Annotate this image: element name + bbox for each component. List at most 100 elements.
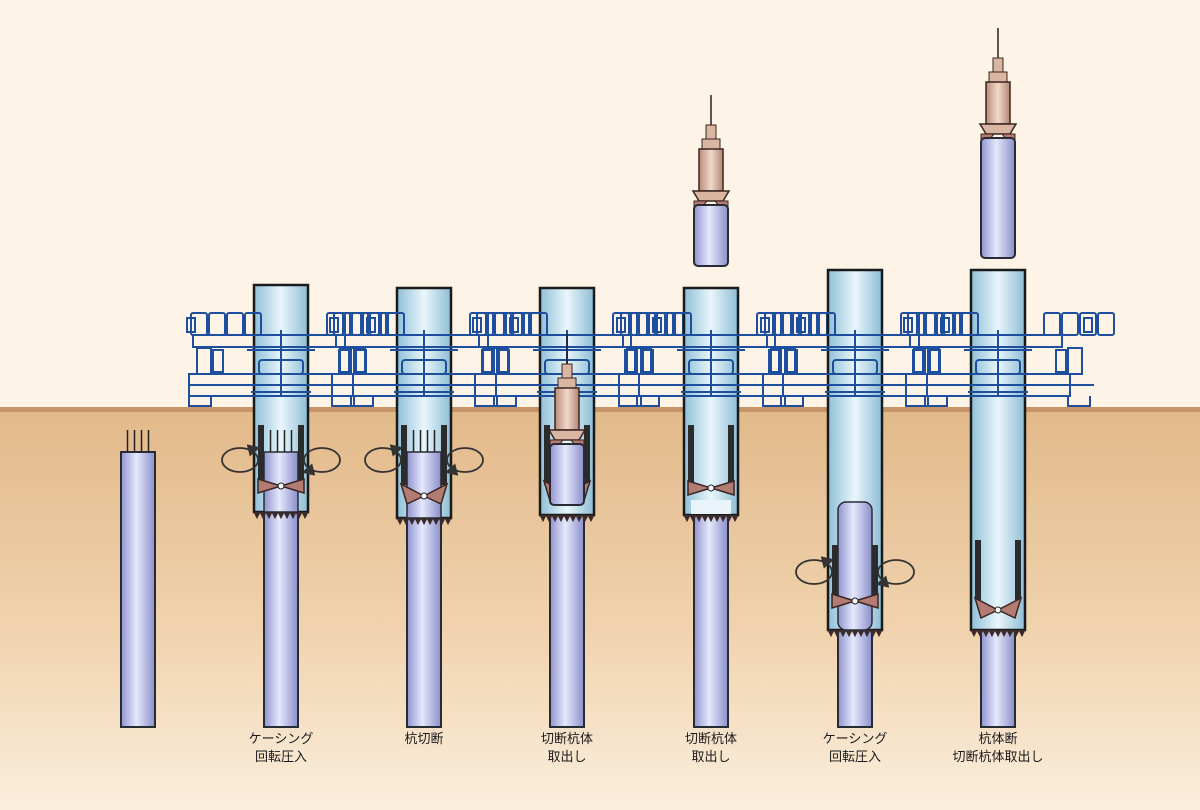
hammer-grab-raised [691, 95, 731, 267]
cutter-blade-right [996, 596, 1023, 620]
machine-cylinder [786, 349, 798, 373]
machine-frame [192, 334, 346, 348]
machine-end-cap [760, 317, 770, 333]
rotation-arrow-right-head [444, 463, 459, 476]
rotation-arrow-left [364, 447, 402, 473]
rotation-arrow-left-head [246, 444, 261, 457]
machine-frame [478, 334, 632, 348]
grab-neck [557, 377, 577, 389]
cutter-blade-left [831, 592, 858, 610]
step-caption-casing-press-2: ケーシング回転圧入 [780, 731, 930, 767]
rotation-arrows [221, 444, 341, 476]
step-caption-line: 取出し [691, 750, 731, 765]
rotation-arrow-left [795, 559, 833, 585]
machine-feet [905, 396, 1091, 407]
machine-cylinder [1067, 347, 1083, 375]
step-casing-press-1 [186, 283, 398, 728]
machine-feet [762, 396, 948, 407]
remaining-pile [549, 504, 585, 728]
cutter-blade-left [687, 479, 714, 497]
casing-guide-left [401, 425, 407, 485]
grab-head [705, 124, 717, 140]
casing-guide-left [975, 540, 981, 600]
step-caption-line: 切断杭体取出し [952, 750, 1044, 765]
extracted-pile [980, 137, 1016, 259]
machine-frame [622, 334, 776, 348]
step-cut-pile-extract-2 [616, 95, 828, 728]
casing-guide-left [258, 425, 264, 485]
machine-cylinder [913, 347, 929, 375]
step-caption-line: 切断杭体 [540, 732, 593, 747]
cutter-blade-right [422, 482, 449, 506]
step-caption-pile-cutting: 杭切断 [349, 731, 499, 749]
grab-body [554, 387, 580, 431]
step-caption-pile-cut-extract: 杭体断切断杭体取出し [923, 731, 1073, 767]
step-casing-press-2 [760, 268, 972, 728]
cutter-blade-left [399, 482, 426, 506]
ground-surface-line [0, 407, 1200, 412]
cutter-hub [707, 484, 715, 492]
rotation-arrows [364, 444, 484, 476]
cutter-hub [277, 482, 285, 490]
machine-cylinder [196, 347, 212, 375]
casing-bit-teeth [539, 514, 595, 523]
casing-bit-teeth [827, 629, 883, 638]
cutter-blade-right [708, 479, 735, 497]
cutter-blade-right [278, 477, 305, 495]
rotation-arrow-left-head [389, 444, 404, 457]
grab-neck [701, 138, 721, 150]
casing-guide-right [584, 425, 590, 485]
pile-inside-casing [406, 451, 442, 519]
grab-head [561, 363, 573, 379]
machine-cylinder [498, 349, 510, 373]
machine-cylinder [1055, 349, 1067, 373]
step-caption-cut-pile-extract-1: 切断杭体取出し [492, 731, 642, 767]
machine-end-cap [1083, 317, 1093, 333]
rotation-arrow-right [877, 559, 915, 585]
machine-cylinder [212, 349, 224, 373]
step-caption-line: 取出し [547, 750, 587, 765]
step-caption-line: 回転圧入 [828, 750, 881, 765]
grab-shoulder [547, 429, 587, 441]
pile-cutter [399, 482, 449, 506]
machine-clamp-block [1097, 312, 1115, 336]
extracted-pile [693, 204, 729, 267]
cutter-blade-left [973, 596, 1000, 620]
machine-cylinder [355, 349, 367, 373]
rotation-arrow-right-head [875, 575, 890, 588]
casing-guide-right [872, 545, 878, 605]
machine-end-cap [186, 317, 196, 333]
grab-shoulder [978, 123, 1018, 135]
step-initial [120, 430, 156, 728]
casing-bottom-opening [691, 500, 731, 514]
casing-bit-teeth [970, 629, 1026, 638]
grab-body [985, 81, 1011, 125]
pile-cutter [831, 592, 879, 610]
pile-cutter [973, 596, 1023, 620]
machine-cylinder [642, 349, 654, 373]
machine-cylinder [768, 349, 780, 373]
rotation-arrows [795, 556, 915, 588]
step-caption-line: ケーシング [822, 732, 888, 747]
machine-end-cap [616, 317, 626, 333]
machine-cylinder [770, 347, 786, 375]
cutter-blade-left [257, 477, 284, 495]
remaining-pile [980, 627, 1016, 728]
casing-guide-right [1015, 540, 1021, 600]
pile-cutter [687, 479, 735, 497]
machine-cylinder [482, 347, 498, 375]
hammer-grab-raised [978, 28, 1018, 259]
machine-clamp-block [1061, 312, 1079, 336]
grab-shoulder [691, 190, 731, 202]
casing-guide-left [832, 545, 838, 605]
rotation-arrow-right-head [301, 463, 316, 476]
hammer-grab-lowered [547, 334, 587, 506]
machine-end-cap [472, 317, 482, 333]
step-caption-line: 杭体断 [978, 732, 1018, 747]
machine-feet [188, 396, 374, 407]
machine-frame [766, 334, 920, 348]
casing-guide-right [728, 425, 734, 485]
machine-clamp-block [1079, 312, 1097, 336]
step-caption-cut-pile-extract-2: 切断杭体取出し [636, 731, 786, 767]
